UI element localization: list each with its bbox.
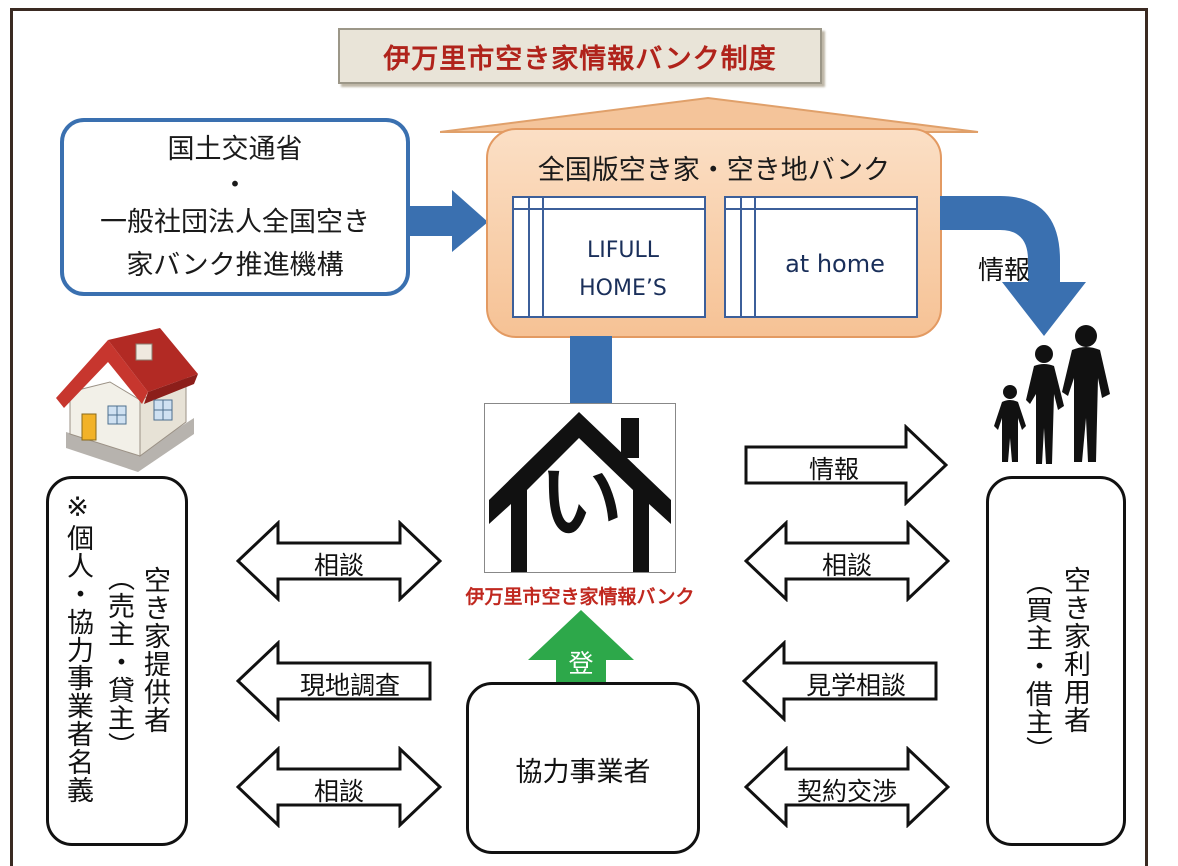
partner-box bbox=[466, 682, 700, 854]
government-line1: 国土交通省 bbox=[167, 134, 303, 165]
register-arrow bbox=[528, 610, 634, 722]
right-info-arrow bbox=[744, 424, 948, 506]
right-consult-arrow bbox=[744, 520, 950, 602]
left-consult-arrow-1 bbox=[236, 520, 442, 602]
left-survey-label: 現地調査 bbox=[299, 671, 400, 700]
provider-sub-label: （売主・貸主） bbox=[103, 564, 134, 760]
site-athome-label: at home bbox=[785, 250, 885, 278]
city-bank-logo: い bbox=[484, 403, 676, 573]
government-line4: 家バンク推進機構 bbox=[126, 250, 344, 281]
right-contract-arrow bbox=[744, 746, 950, 828]
partner-label: 協力事業者 bbox=[515, 757, 651, 788]
national-bank-title: 全国版空き家・空き地バンク bbox=[537, 155, 891, 186]
house-logo-icon bbox=[489, 412, 671, 572]
government-box bbox=[60, 118, 410, 296]
left-consult-arrow-2 bbox=[236, 746, 442, 828]
provider-box bbox=[46, 476, 188, 846]
site-lifull-line1: LIFULL bbox=[586, 238, 659, 263]
user-sub-label: （買主・借主） bbox=[1021, 568, 1052, 764]
left-consult-label-2: 相談 bbox=[313, 777, 364, 806]
house-illustration bbox=[56, 328, 198, 472]
site-lifull-line2: HOME’S bbox=[579, 276, 667, 301]
diagram-title: 伊万里市空き家情報バンク制度 bbox=[338, 28, 822, 84]
site-window-lifull: LIFULL HOME’S bbox=[512, 196, 706, 318]
curved-info-arrow bbox=[940, 196, 1086, 336]
government-line2: ・ bbox=[221, 170, 249, 201]
right-contract-label: 契約交渉 bbox=[796, 777, 897, 806]
right-info-label: 情報 bbox=[808, 455, 859, 484]
right-visit-label: 見学相談 bbox=[805, 671, 906, 700]
right-visit-arrow bbox=[742, 640, 938, 722]
logo-character: い bbox=[538, 453, 623, 551]
site-window-athome: at home bbox=[724, 196, 918, 318]
government-text: 国土交通省 ・ 一般社団法人全国空き 家バンク推進機構 bbox=[60, 128, 410, 287]
blue-arrow-right bbox=[408, 190, 488, 252]
provider-note-label: ※個人・協力事業者名義 bbox=[62, 492, 93, 804]
user-main-label: 空き家利用者 bbox=[1059, 566, 1090, 734]
provider-main-label: 空き家提供者 bbox=[139, 566, 170, 734]
bank-connector-bar bbox=[570, 336, 612, 404]
top-info-label: 情報 bbox=[978, 256, 1031, 286]
left-consult-label-1: 相談 bbox=[313, 551, 364, 580]
family-silhouette-icon bbox=[994, 325, 1110, 464]
city-bank-label: 伊万里市空き家情報バンク bbox=[465, 586, 695, 608]
left-survey-arrow bbox=[236, 640, 432, 722]
register-label-line1: 登 bbox=[568, 649, 594, 678]
right-consult-label: 相談 bbox=[821, 551, 872, 580]
government-line3: 一般社団法人全国空き bbox=[100, 207, 370, 238]
user-box bbox=[986, 476, 1126, 846]
